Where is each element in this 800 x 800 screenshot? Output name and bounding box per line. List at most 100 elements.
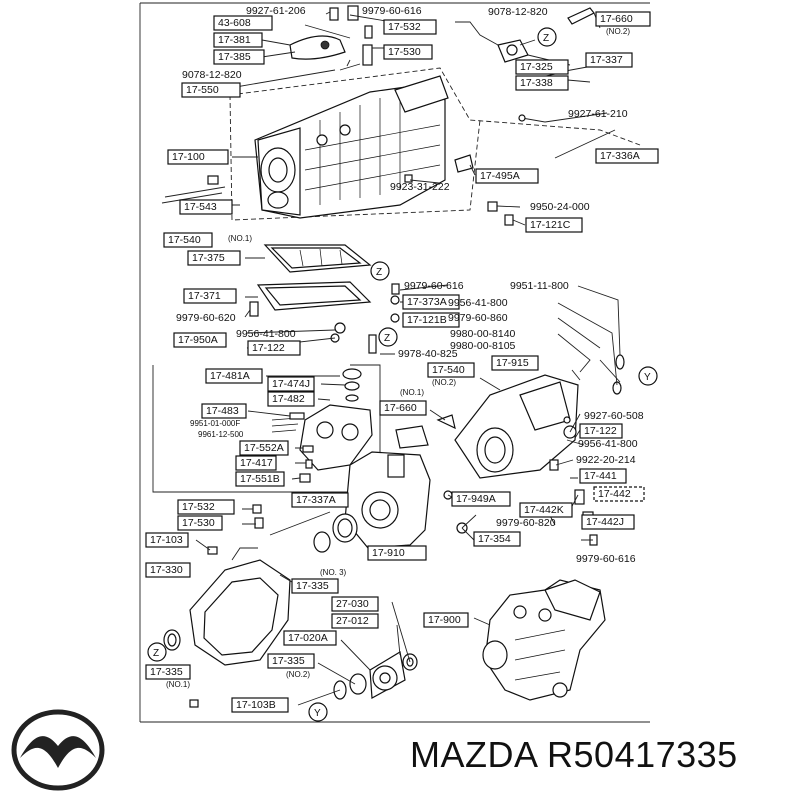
callout-text: 9979-60-616 bbox=[362, 5, 422, 17]
callout-text: 17-336A bbox=[600, 150, 640, 162]
callout-75: 27-012 bbox=[331, 613, 379, 629]
callout-text: 17-337A bbox=[296, 494, 336, 506]
callout-text: 17-442K bbox=[524, 504, 564, 516]
callout-55: 17-122 bbox=[579, 423, 623, 439]
callout-box bbox=[267, 391, 315, 407]
callout-text: 17-660 bbox=[384, 402, 417, 414]
callout-text: 17-100 bbox=[172, 151, 205, 163]
callout-11: (NO.2) bbox=[606, 27, 630, 36]
svg-text:Y: Y bbox=[644, 372, 651, 383]
callout-box bbox=[177, 515, 223, 531]
callout-text: 9956-41-800 bbox=[578, 438, 638, 450]
callout-12: 17-325 bbox=[515, 59, 569, 75]
callout-box bbox=[581, 514, 635, 530]
callout-box bbox=[383, 44, 433, 60]
callout-26: 17-371 bbox=[183, 288, 237, 304]
z-marker-4: Z bbox=[147, 642, 167, 662]
callout-65: 17-442J bbox=[581, 514, 635, 530]
callout-box bbox=[515, 59, 569, 75]
callout-box bbox=[593, 486, 645, 502]
callout-box bbox=[595, 11, 651, 27]
callout-42: 17-482 bbox=[267, 391, 315, 407]
callout-text: 17-354 bbox=[478, 533, 511, 545]
z-marker-1: Z bbox=[537, 27, 557, 47]
callout-13: 17-338 bbox=[515, 75, 569, 91]
callout-text: 17-540 bbox=[432, 364, 465, 376]
callout-text: 9950-24-000 bbox=[530, 201, 590, 213]
callout-text: 17-910 bbox=[372, 547, 405, 559]
callout-0: 9927-61-206 bbox=[246, 5, 306, 17]
callout-box bbox=[402, 312, 460, 328]
callout-text: (NO.1) bbox=[228, 234, 252, 243]
callout-box bbox=[247, 340, 301, 356]
callout-text: 17-417 bbox=[240, 457, 273, 469]
callout-text: 17-949A bbox=[456, 493, 496, 505]
callout-23: 17-540 bbox=[163, 232, 213, 248]
callout-text: 17-371 bbox=[188, 290, 221, 302]
callout-box bbox=[291, 492, 349, 508]
callout-box bbox=[177, 499, 235, 515]
callout-48: 17-551B bbox=[235, 471, 285, 487]
callout-58: 17-441 bbox=[579, 468, 627, 484]
transfer-case bbox=[482, 579, 606, 701]
svg-text:Y: Y bbox=[314, 708, 321, 719]
callout-text: (NO.2) bbox=[286, 670, 310, 679]
callout-82: 17-103B bbox=[231, 697, 289, 713]
callout-30: 17-121B bbox=[402, 312, 460, 328]
callout-49: 17-540 bbox=[427, 362, 475, 378]
callout-text: 9980-00-8105 bbox=[450, 340, 516, 352]
callout-63: 17-949A bbox=[451, 491, 511, 507]
callout-box bbox=[331, 596, 379, 612]
callout-14: 17-337 bbox=[585, 52, 633, 68]
callout-text: 17-532 bbox=[388, 21, 421, 33]
callout-text: 17-540 bbox=[168, 234, 201, 246]
callout-text: (NO.2) bbox=[432, 378, 456, 387]
brand-and-part-number: MAZDA R50417335 bbox=[410, 734, 738, 776]
callout-text: 17-338 bbox=[520, 77, 553, 89]
callout-box bbox=[427, 362, 475, 378]
svg-text:Z: Z bbox=[384, 333, 390, 344]
callout-box bbox=[595, 148, 659, 164]
callout-text: 9956-41-800 bbox=[448, 297, 508, 309]
callout-50: (NO.2) bbox=[432, 378, 456, 387]
mazda-logo-icon bbox=[11, 709, 105, 791]
callout-32: 17-122 bbox=[247, 340, 301, 356]
callout-7: 9078-12-820 bbox=[182, 69, 242, 81]
callout-43: 17-483 bbox=[201, 403, 247, 419]
callout-text: 9979-60-860 bbox=[448, 312, 508, 324]
callout-text: 9978-40-825 bbox=[398, 348, 458, 360]
callout-box bbox=[423, 612, 469, 628]
callout-79: (NO.2) bbox=[286, 670, 310, 679]
callout-text: (NO. 3) bbox=[320, 568, 347, 577]
callout-text: 17-335 bbox=[150, 666, 183, 678]
callout-box bbox=[145, 664, 191, 680]
callout-box bbox=[331, 613, 379, 629]
callout-box bbox=[187, 250, 241, 266]
callout-25: 17-375 bbox=[187, 250, 241, 266]
callout-box bbox=[267, 653, 315, 669]
callout-text: 17-481A bbox=[210, 370, 250, 382]
callout-19: 9923-31-222 bbox=[390, 181, 450, 193]
callout-box bbox=[145, 562, 191, 578]
callout-51: 17-915 bbox=[491, 355, 539, 371]
callout-text: 9979-60-620 bbox=[176, 312, 236, 324]
callout-3: 17-532 bbox=[383, 19, 437, 35]
callout-text: 9923-31-222 bbox=[390, 181, 450, 193]
callout-box bbox=[451, 491, 511, 507]
callout-text: (NO.1) bbox=[400, 388, 424, 397]
callout-73: 17-335 bbox=[291, 578, 339, 594]
callout-box bbox=[585, 52, 633, 68]
callout-box bbox=[213, 32, 263, 48]
callout-59: 17-442 bbox=[593, 486, 645, 502]
callout-text: 17-373A bbox=[407, 296, 447, 308]
z-marker-2: Z bbox=[370, 261, 390, 281]
callout-text: 9980-00-8140 bbox=[450, 328, 516, 340]
callout-34: 9951-11-800 bbox=[510, 280, 569, 292]
callout-text: 9979-60-820 bbox=[496, 517, 556, 529]
callout-text: 17-530 bbox=[182, 517, 215, 529]
callout-text: 17-103B bbox=[236, 699, 276, 711]
callout-21: 17-121C bbox=[525, 217, 583, 233]
callout-box bbox=[579, 468, 627, 484]
callout-text: 17-482 bbox=[272, 393, 305, 405]
